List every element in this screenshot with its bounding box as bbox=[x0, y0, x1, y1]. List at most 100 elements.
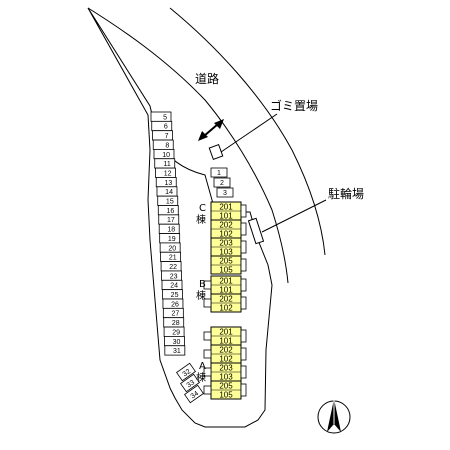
building-b-label: B bbox=[199, 279, 206, 290]
parking-slot-label: 6 bbox=[164, 124, 168, 131]
road-edge-inner bbox=[87, 7, 289, 284]
parking-slot: 3 bbox=[216, 187, 234, 198]
double-arrow-icon bbox=[198, 119, 224, 141]
parking-top-stack: 12 3 bbox=[210, 167, 234, 198]
parking-slot-label: 26 bbox=[171, 301, 179, 308]
parking-slot: 31 bbox=[164, 345, 186, 356]
room-number: 103 bbox=[219, 373, 233, 382]
room-number: 101 bbox=[219, 337, 233, 346]
parking-slot: 20 bbox=[159, 242, 181, 253]
parking-slot: 29 bbox=[163, 326, 185, 337]
room-number: 102 bbox=[219, 304, 233, 313]
parking-slot: 11 bbox=[154, 158, 176, 169]
parking-slot-label: 25 bbox=[171, 292, 179, 299]
parking-slot: 26 bbox=[162, 298, 184, 309]
garbage-label: ゴミ置場 bbox=[270, 98, 318, 113]
parking-slot-label: 33 bbox=[186, 379, 196, 389]
parking-slot-label: 10 bbox=[162, 152, 170, 159]
parking-slot-angled: 33 bbox=[180, 373, 200, 393]
parking-slot-label: 3 bbox=[223, 190, 227, 197]
parking-slot-label: 8 bbox=[165, 142, 169, 149]
parking-slot: 18 bbox=[158, 223, 180, 234]
room-number: 205 bbox=[219, 257, 233, 266]
buildings: 2011012021022031032051052011012021022011… bbox=[203, 201, 247, 400]
parking-slot-label: 27 bbox=[172, 311, 180, 318]
north-arrow-icon bbox=[317, 399, 351, 434]
parking-left-column: 5 6 7 8 10 11 12 13 14 15 16 17 18 19 20 21 22 23 24 25 26 27… bbox=[150, 111, 186, 356]
bike-parking-area bbox=[247, 217, 265, 245]
parking-slot: 12 bbox=[155, 167, 176, 178]
parking-slot: 23 bbox=[161, 270, 182, 281]
parking-slot-label: 17 bbox=[167, 217, 175, 224]
parking-slot-label: 19 bbox=[168, 236, 176, 243]
garbage-station bbox=[208, 144, 224, 160]
room-number: 201 bbox=[219, 328, 233, 337]
parking-slot: 7 bbox=[152, 130, 173, 141]
parking-slot-label: 15 bbox=[166, 199, 174, 206]
bike-parking-leader bbox=[261, 199, 327, 233]
room-number: 202 bbox=[219, 221, 233, 230]
building-a-suffix: 棟 bbox=[196, 371, 206, 384]
parking-slot-label: 20 bbox=[168, 245, 176, 252]
parking-slot: 30 bbox=[164, 335, 185, 347]
parking-slot: 21 bbox=[160, 251, 182, 263]
parking-slot: 8 bbox=[152, 139, 174, 150]
parking-slot: 24 bbox=[161, 279, 183, 291]
road-label: 道路 bbox=[195, 71, 219, 86]
parking-slot: 13 bbox=[155, 177, 177, 188]
room-number: 103 bbox=[219, 248, 233, 257]
bike-parking-label: 駐輪場 bbox=[328, 186, 364, 201]
room-number: 102 bbox=[219, 355, 233, 364]
room-number: 201 bbox=[219, 203, 233, 212]
room-number: 102 bbox=[219, 230, 233, 239]
parking-slot-label: 16 bbox=[166, 208, 174, 215]
parking-slot: 10 bbox=[153, 148, 175, 160]
room-number: 202 bbox=[219, 346, 233, 355]
parking-slot: 15 bbox=[157, 195, 179, 206]
parking-slot-angled: 32 bbox=[176, 362, 196, 382]
parking-slot: 14 bbox=[156, 186, 178, 197]
parking-slot-label: 31 bbox=[173, 348, 181, 355]
parking-slot: 19 bbox=[159, 233, 181, 244]
room-number: 203 bbox=[219, 364, 233, 373]
parking-slot-label: 28 bbox=[172, 320, 180, 327]
parking-slot-label: 13 bbox=[164, 180, 172, 187]
road-edge-outer bbox=[169, 7, 326, 256]
building-labels: C 棟 B 棟 A 棟 bbox=[196, 203, 206, 384]
parking-slot-label: 7 bbox=[165, 133, 169, 140]
parking-slot-label: 22 bbox=[169, 264, 177, 271]
parking-slot-label: 18 bbox=[167, 227, 175, 234]
parking-slot: 16 bbox=[157, 205, 179, 216]
parking-slot-label: 24 bbox=[170, 283, 178, 290]
parking-slot-label: 14 bbox=[165, 189, 173, 196]
parking-slot-angled: 34 bbox=[184, 384, 204, 404]
parking-slot-label: 11 bbox=[163, 161, 170, 168]
room-number: 203 bbox=[219, 239, 233, 248]
building-a-label: A bbox=[199, 361, 206, 372]
room-number: 101 bbox=[219, 212, 233, 221]
road bbox=[87, 7, 326, 284]
site-boundary bbox=[87, 7, 273, 428]
parking-slot-label: 32 bbox=[182, 368, 192, 378]
parking-slot-label: 12 bbox=[164, 170, 172, 177]
room-number: 202 bbox=[219, 295, 233, 304]
parking-slot: 1 bbox=[210, 167, 228, 178]
parking-slot: 2 bbox=[213, 177, 231, 188]
parking-slot-label: 5 bbox=[163, 114, 167, 121]
room-number: 201 bbox=[219, 277, 233, 286]
parking-slot: 17 bbox=[158, 214, 180, 225]
parking-slot-label: 23 bbox=[170, 273, 178, 280]
parking-slot-label: 21 bbox=[169, 255, 177, 262]
parking-slot-label: 30 bbox=[173, 339, 181, 346]
parking-slot: 22 bbox=[160, 261, 182, 272]
garbage-leader bbox=[220, 113, 278, 153]
room-number: 105 bbox=[219, 266, 233, 275]
parking-slot-label: 29 bbox=[172, 329, 180, 336]
building-b-suffix: 棟 bbox=[196, 289, 206, 302]
parking-slot-label: 34 bbox=[190, 390, 200, 400]
